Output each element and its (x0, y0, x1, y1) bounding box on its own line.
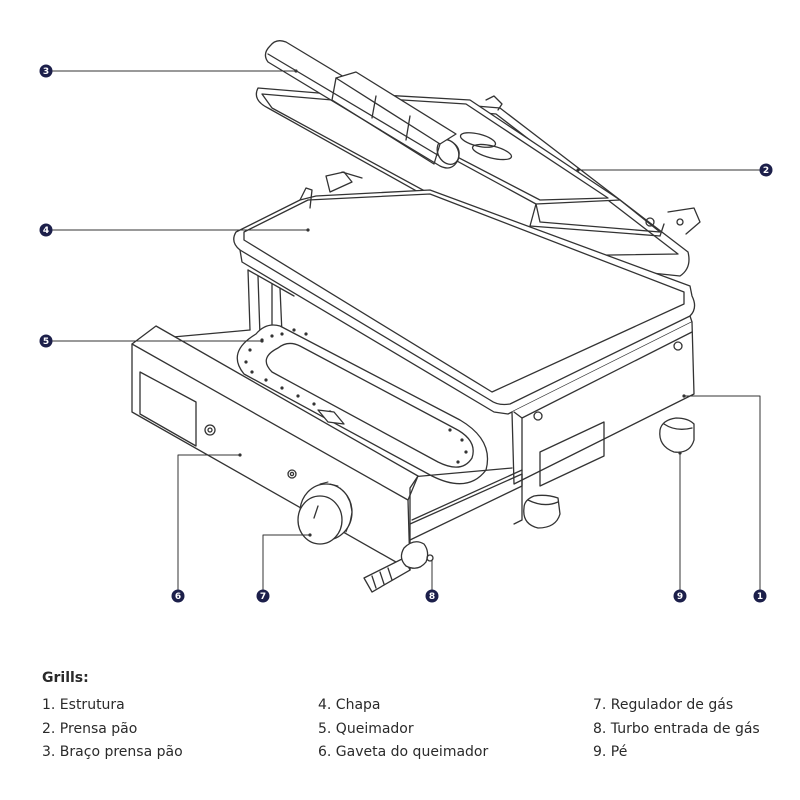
grill-exploded-diagram: 3 2 4 5 6 7 8 (39, 40, 773, 603)
callout-8: 8 (425, 589, 439, 603)
handle-arm (264, 40, 460, 169)
svg-text:4: 4 (43, 226, 49, 236)
legend-item-regulador-de-gas: 7. Regulador de gás (593, 697, 734, 713)
callout-6: 6 (171, 589, 185, 603)
legend-column-2: 4. Chapa 5. Queimador 6. Gaveta do queim… (318, 694, 488, 765)
svg-text:6: 6 (175, 592, 181, 602)
legend-item-chapa: 4. Chapa (318, 697, 381, 713)
legend-item-prensa-pao: 2. Prensa pão (42, 720, 138, 737)
legend-item-braco-prensa-pao: 3. Braço prensa pão (42, 744, 183, 760)
callout-4: 4 (39, 223, 53, 237)
callout-5: 5 (39, 334, 53, 348)
callout-9: 9 (673, 589, 687, 603)
callout-1: 1 (753, 589, 767, 603)
legend-title: Grills: (42, 670, 89, 686)
legend-column-3: 7. Regulador de gás 8. Turbo entrada de … (593, 694, 760, 765)
gas-inlet (363, 541, 434, 593)
legend-column-1: 1. Estrutura 2. Prensa pão 3. Braço pren… (42, 694, 183, 765)
body-structure (247, 269, 695, 529)
callout-7: 7 (256, 589, 270, 603)
callout-leaders (51, 69, 761, 591)
callout-badges: 3 2 4 5 6 7 8 (39, 64, 773, 603)
legend-item-queimador: 5. Queimador (318, 720, 414, 737)
svg-text:8: 8 (429, 592, 435, 602)
svg-text:9: 9 (677, 592, 683, 602)
legend-item-estrutura: 1. Estrutura (42, 697, 125, 713)
svg-text:7: 7 (260, 592, 266, 602)
svg-text:5: 5 (43, 337, 49, 347)
svg-text:1: 1 (757, 592, 763, 602)
svg-text:3: 3 (43, 67, 49, 77)
callout-2: 2 (759, 163, 773, 177)
gas-regulator-knob (297, 481, 353, 545)
callout-3: 3 (39, 64, 53, 78)
legend-item-turbo-entrada-de-gas: 8. Turbo entrada de gás (593, 720, 760, 737)
svg-text:2: 2 (763, 166, 769, 176)
legend-item-pe: 9. Pé (593, 744, 628, 760)
legend-item-gaveta-do-queimador: 6. Gaveta do queimador (318, 744, 489, 760)
grill-plate (233, 171, 696, 415)
